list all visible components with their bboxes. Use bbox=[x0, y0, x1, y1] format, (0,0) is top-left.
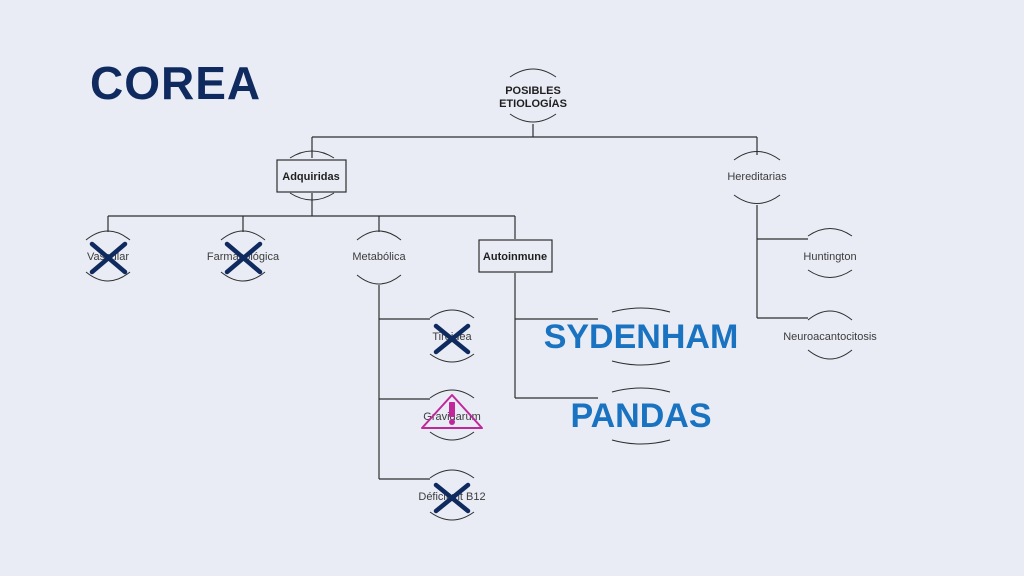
cross-mark-icon bbox=[89, 241, 128, 275]
page-title: COREA bbox=[90, 57, 262, 109]
pandas-label: PANDAS bbox=[570, 397, 711, 435]
autoinmune-label: Autoinmune bbox=[483, 251, 547, 263]
tree-connectors bbox=[107, 124, 808, 480]
hereditarias-label: Hereditarias bbox=[727, 171, 787, 183]
sydenham-label: SYDENHAM bbox=[544, 318, 739, 356]
node-gravidarum: Gravidarum bbox=[421, 389, 483, 441]
node-neuroacantocitosis: Neuroacantocitosis bbox=[783, 310, 877, 360]
huntington-label: Huntington bbox=[803, 251, 856, 263]
root-label-line1: POSIBLES bbox=[505, 85, 561, 97]
node-sydenham: SYDENHAM bbox=[544, 307, 739, 366]
neuroacantocitosis-label: Neuroacantocitosis bbox=[783, 331, 877, 343]
node-autoinmune: Autoinmune bbox=[478, 239, 553, 273]
node-hereditarias: Hereditarias bbox=[727, 151, 787, 204]
root-label-line2: ETIOLOGÍAS bbox=[499, 97, 567, 110]
cross-mark-icon bbox=[433, 323, 471, 355]
warning-triangle-icon bbox=[421, 394, 483, 429]
node-deficit-b12: Déficit vit B12 bbox=[418, 469, 486, 521]
adquiridas-label: Adquiridas bbox=[282, 171, 339, 183]
node-tiroidea: Tiroidea bbox=[429, 309, 475, 363]
cross-mark-icon bbox=[433, 482, 471, 514]
node-vascular: Vascular bbox=[85, 230, 131, 282]
node-metabolica: Metabólica bbox=[352, 230, 406, 285]
node-adquiridas: Adquiridas bbox=[276, 150, 347, 201]
node-root: POSIBLES ETIOLOGÍAS bbox=[499, 68, 567, 123]
node-huntington: Huntington bbox=[803, 228, 857, 278]
metabolica-label: Metabólica bbox=[352, 251, 406, 263]
cross-mark-icon bbox=[224, 241, 263, 275]
node-farmacologica: Farmacológica bbox=[207, 230, 280, 282]
node-pandas: PANDAS bbox=[570, 387, 712, 445]
